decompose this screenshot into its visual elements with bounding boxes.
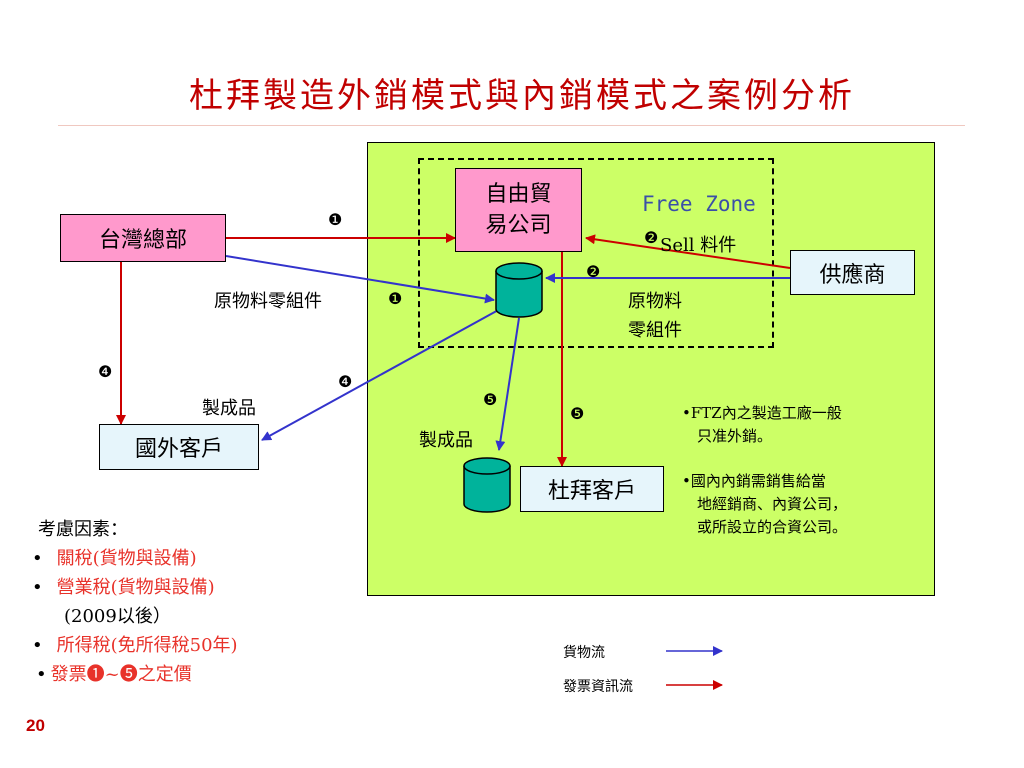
consideration-item: •關稅(貨物與設備)	[32, 548, 197, 569]
step-marker-5: ❺	[483, 390, 498, 409]
free-zone-boundary	[418, 158, 774, 348]
step-marker-4b: ❹	[338, 372, 353, 391]
node-supplier: 供應商	[790, 250, 915, 295]
note-domestic-sales: •國內內銷需銷售給當 地經銷商、內資公司， 或所設立的合資公司。	[682, 470, 847, 539]
step-marker-2: ❷	[644, 228, 659, 247]
considerations-heading: 考慮因素：	[38, 519, 128, 540]
finished-goods-center-label: 製成品	[419, 430, 473, 451]
step-marker-1: ❶	[328, 210, 343, 229]
raw-materials-right-line1: 原物料	[628, 291, 682, 312]
step-marker-5b: ❺	[570, 404, 585, 423]
raw-materials-right-label: 原物料 零組件	[628, 287, 682, 345]
goods-arrow-warehouse-to-foreign	[261, 307, 503, 441]
goods-arrow-hq-to-warehouse	[225, 255, 495, 304]
legend-goods-label: 貨物流	[563, 645, 605, 661]
note-2-line2: 地經銷商、內資公司，	[697, 495, 848, 513]
considerations-list: 考慮因素： •關稅(貨物與設備) •營業稅(貨物與設備) (2009以後） •所…	[32, 515, 238, 689]
page-title: 杜拜製造外銷模式與內銷模式之案例分析	[189, 76, 855, 116]
consideration-item: •營業稅(貨物與設備)	[32, 577, 215, 598]
node-ftz-company: 自由貿 易公司	[455, 168, 582, 252]
invoice-arrow-supplier-to-ftz	[585, 234, 791, 269]
title-divider	[58, 125, 965, 126]
node-foreign-customer: 國外客戶	[99, 424, 259, 470]
step-marker-2b: ❷	[586, 262, 601, 281]
raw-materials-left-label: 原物料零組件	[214, 291, 322, 312]
step-marker-4: ❹	[98, 362, 113, 381]
bullet-dot: •	[682, 404, 691, 422]
note-export-only: •FTZ內之製造工廠一般 只准外銷。	[682, 402, 842, 448]
ftz-company-line2: 易公司	[485, 213, 552, 238]
consideration-item: •發票❶~❺之定價	[36, 664, 192, 685]
finished-goods-cylinder-icon	[463, 457, 511, 513]
goods-arrow-warehouse-to-dubai-warehouse	[495, 317, 520, 451]
step-marker-1b: ❶	[388, 289, 403, 308]
consideration-subnote: (2009以後）	[64, 606, 171, 627]
note-2-line3: 或所設立的合資公司。	[697, 518, 848, 536]
consideration-item: •所得稅(免所得稅50年)	[32, 635, 238, 656]
finished-goods-left-label: 製成品	[202, 398, 256, 419]
note-1-line2: 只准外銷。	[697, 427, 773, 445]
legend-invoice-label: 發票資訊流	[563, 679, 633, 695]
sell-parts-label: Sell 料件	[660, 235, 737, 256]
bullet-dot: •	[682, 472, 691, 490]
node-taiwan-hq: 台灣總部	[60, 214, 226, 262]
page-number: 20	[26, 716, 45, 735]
node-dubai-customer: 杜拜客戶	[520, 466, 664, 512]
ftz-company-line1: 自由貿	[485, 182, 552, 207]
note-2-line1: 國內內銷需銷售給當	[690, 472, 826, 490]
free-zone-label: Free Zone	[642, 192, 756, 216]
raw-materials-right-line2: 零組件	[628, 320, 682, 341]
warehouse-cylinder-icon	[495, 262, 543, 318]
note-1-line1: FTZ內之製造工廠一般	[690, 404, 842, 422]
